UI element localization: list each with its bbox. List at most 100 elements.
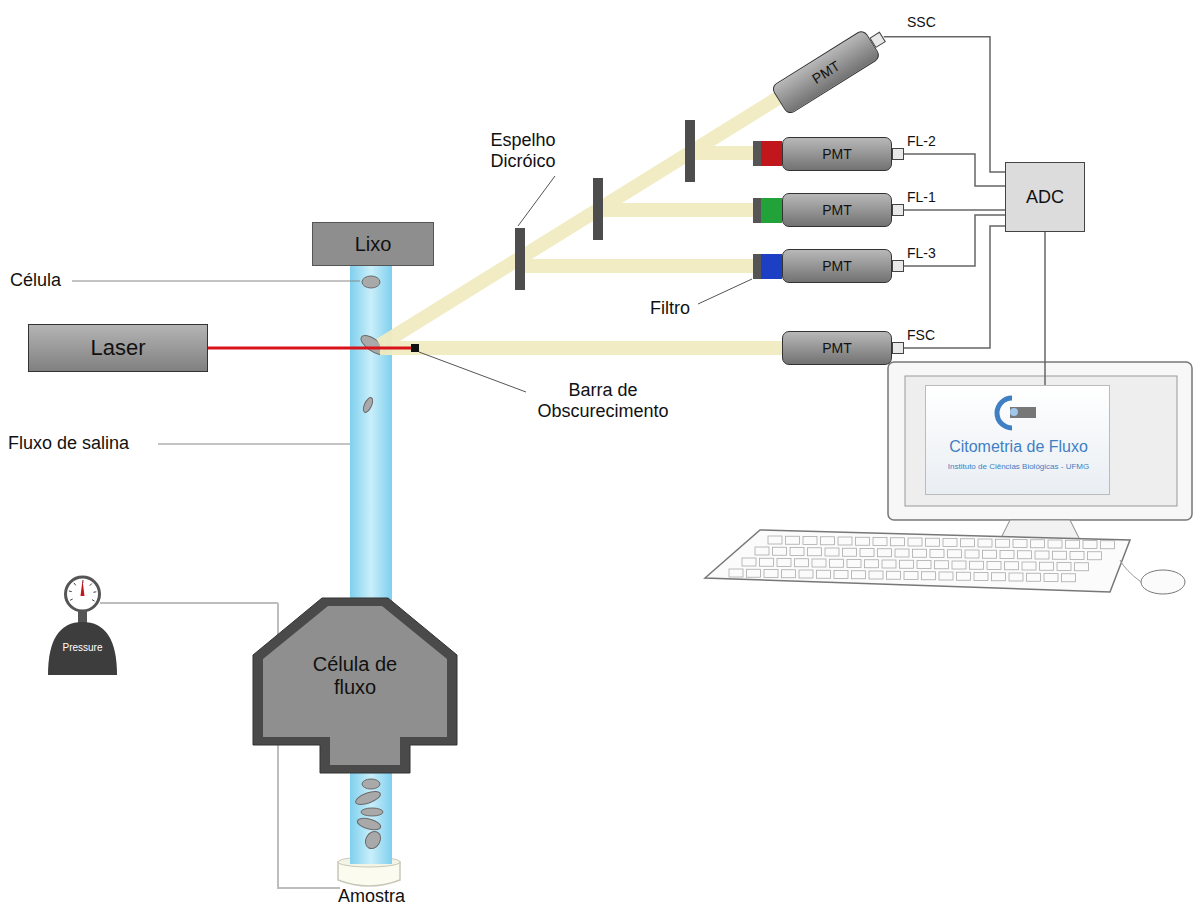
key — [943, 539, 957, 547]
key — [900, 560, 914, 568]
signal-name: FL-1 — [905, 189, 938, 205]
pmt-connector — [892, 260, 904, 272]
adc-box: ADC — [1005, 162, 1085, 232]
pmt-detector: PMT — [782, 249, 904, 283]
pmt-detector: PMT — [782, 137, 904, 171]
leader-line — [698, 279, 752, 304]
leader-line — [72, 281, 360, 282]
key — [935, 561, 949, 569]
filter — [753, 141, 761, 166]
laser-box: Laser — [28, 324, 208, 372]
saline-stream — [350, 266, 392, 864]
pmt-body: PMT — [782, 331, 892, 365]
node-label: PMT — [822, 146, 852, 162]
key — [939, 572, 953, 580]
key — [1066, 540, 1080, 548]
key — [838, 537, 852, 545]
cell — [362, 779, 380, 789]
logo-dot — [1010, 408, 1018, 416]
keyboard — [705, 530, 1130, 592]
signal-name: FL-2 — [905, 133, 938, 149]
gauge-tick — [92, 600, 95, 602]
pmt-detector: PMT — [782, 193, 904, 227]
flow-cell-outer — [253, 598, 457, 773]
gauge-tick — [70, 599, 73, 600]
signal-wire — [884, 37, 1005, 172]
key — [1075, 563, 1089, 571]
signal-wire — [904, 154, 1005, 186]
key — [904, 572, 918, 580]
filters — [753, 141, 782, 279]
key — [1022, 562, 1036, 570]
pmt-body: PMT — [782, 249, 892, 283]
pressure-gauge: Pressure — [45, 572, 120, 677]
part-label: Célula — [10, 270, 61, 291]
monitor-bezel — [905, 376, 1177, 506]
flow-cell: Célula de fluxo — [250, 595, 460, 775]
key — [1070, 552, 1084, 560]
key — [930, 550, 944, 558]
logo-arc — [997, 398, 1012, 428]
filter — [753, 198, 761, 223]
key — [843, 548, 857, 556]
key — [856, 537, 870, 545]
key — [1088, 552, 1102, 560]
key — [1035, 551, 1049, 559]
gauge-dial — [66, 577, 100, 611]
key — [742, 558, 756, 566]
filter — [761, 198, 782, 223]
key — [882, 560, 896, 568]
dichroic-mirror — [685, 120, 695, 182]
part-label: Barra de Obscurecimento — [528, 380, 678, 422]
mouse — [1141, 570, 1185, 594]
signal-name: FSC — [905, 327, 937, 343]
signal-wire — [904, 209, 1005, 211]
key — [978, 539, 992, 547]
leader-line — [518, 176, 555, 226]
pmt-connector — [892, 342, 904, 354]
dichroic-mirror — [593, 178, 603, 240]
node-label: ADC — [1026, 187, 1064, 208]
gauge-shape — [45, 572, 120, 677]
node-subtitle: Instituto de Ciências Biológicas - UFMG — [928, 462, 1109, 471]
key — [948, 550, 962, 558]
cell — [354, 789, 382, 807]
part-label: Filtro — [650, 298, 690, 319]
logo-icon — [926, 390, 1111, 434]
key — [790, 548, 804, 556]
gauge-tick — [74, 583, 76, 585]
gauge-tick — [90, 583, 92, 585]
obscuration-bar — [411, 344, 419, 352]
filter — [753, 254, 761, 279]
key — [891, 538, 905, 546]
waste-box: Lixo — [312, 222, 434, 266]
key — [922, 572, 936, 580]
pmt-body: PMT — [782, 193, 892, 227]
key — [821, 537, 835, 545]
key — [795, 559, 809, 567]
key — [852, 571, 866, 579]
key — [996, 539, 1010, 547]
key — [755, 547, 769, 555]
pmt-detector: PMT — [782, 331, 904, 365]
leader-line — [158, 444, 350, 445]
key — [926, 538, 940, 546]
gauge-tick — [93, 591, 96, 592]
gauge-needle — [81, 580, 85, 596]
node-label: PMT — [822, 340, 852, 356]
pmt-body: PMT — [770, 29, 881, 116]
key — [961, 539, 975, 547]
key — [887, 571, 901, 579]
key — [987, 562, 1001, 570]
key — [895, 549, 909, 557]
key — [1083, 541, 1097, 549]
node-label: Laser — [90, 335, 145, 361]
key — [965, 550, 979, 558]
key — [878, 549, 892, 557]
fl2-beam — [690, 146, 753, 160]
key — [1013, 540, 1027, 548]
key — [760, 558, 774, 566]
key — [1062, 574, 1076, 582]
key — [1018, 551, 1032, 559]
key — [764, 570, 778, 578]
